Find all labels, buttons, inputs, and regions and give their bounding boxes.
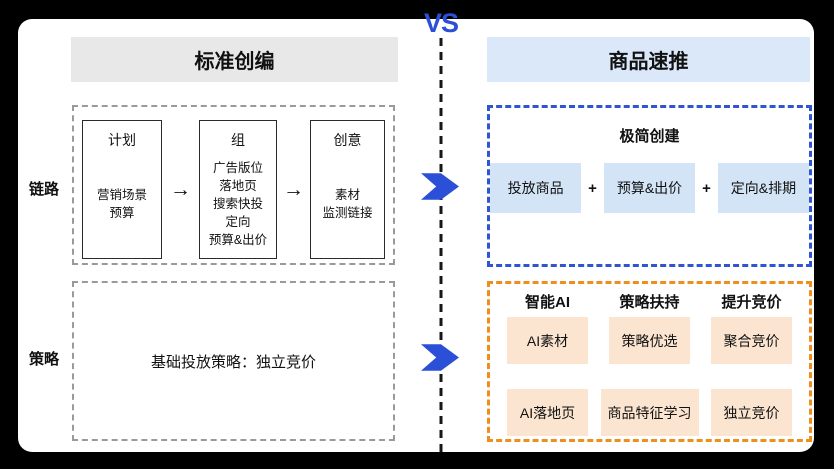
boost-chip: 策略优选 (609, 317, 690, 364)
boost-column-strategy: 策略扶持 策略优选 商品特征学习 (600, 291, 699, 439)
simple-create-group: 极简创建 投放商品 + 预算&出价 + 定向&排期 (487, 105, 812, 267)
creative-box: 创意 素材 监测链接 (310, 120, 385, 259)
strategy-transform-arrow-icon (421, 344, 459, 371)
group-line: 定向 (225, 215, 251, 229)
standard-strategy-group: 基础投放策略：独立竞价 (72, 281, 395, 441)
plan-line: 预算 (109, 206, 135, 220)
plus-icon: + (588, 179, 597, 197)
boost-column-header: 智能AI (524, 294, 570, 311)
creative-box-content: 素材 监测链接 (311, 150, 384, 258)
right-arrow-icon: → (283, 178, 304, 201)
group-line: 搜索快投 (212, 197, 263, 211)
left-column-header: 标准创编 (71, 37, 398, 82)
group-line: 广告版位 (212, 161, 263, 175)
creative-line: 素材 (334, 188, 360, 202)
vs-label: VS (423, 8, 459, 38)
simple-create-row: 投放商品 + 预算&出价 + 定向&排期 (490, 163, 809, 213)
group-line: 预算&出价 (208, 233, 268, 247)
standard-strategy-text: 基础投放策略：独立竞价 (150, 353, 316, 371)
boost-column-header: 策略扶持 (619, 294, 680, 311)
group-box-content: 广告版位 落地页 搜索快投 定向 预算&出价 (200, 150, 276, 258)
plus-icon: + (702, 179, 711, 197)
group-box: 组 广告版位 落地页 搜索快投 定向 预算&出价 (199, 120, 277, 259)
boost-chip: 商品特征学习 (600, 389, 699, 436)
boost-column-bidding: 提升竞价 聚合竞价 独立竞价 (711, 291, 792, 439)
simple-create-title: 极简创建 (619, 128, 680, 145)
simple-create-chip: 预算&出价 (603, 163, 696, 213)
plan-box-content: 营销场景 预算 (83, 150, 161, 258)
standard-chain-group: 计划 营销场景 预算 → 组 广告版位 落地页 搜索快投 定向 预算&出价 → … (72, 105, 395, 265)
vs-divider-line (439, 38, 443, 452)
plan-box-title: 计划 (108, 132, 136, 148)
row-label-chain: 链路 (28, 181, 59, 198)
boost-column-header: 提升竞价 (721, 294, 782, 311)
group-line: 落地页 (219, 179, 257, 193)
creative-box-title: 创意 (333, 132, 362, 148)
simple-create-chip: 投放商品 (490, 163, 582, 213)
simple-create-chip: 定向&排期 (717, 163, 809, 213)
right-column-header: 商品速推 (487, 37, 810, 82)
right-arrow-icon: → (170, 178, 191, 201)
group-box-title: 组 (231, 132, 245, 148)
boost-chip: 独立竞价 (711, 389, 792, 436)
boost-chip: AI落地页 (507, 389, 588, 436)
boost-chip: AI素材 (507, 317, 588, 364)
chain-transform-arrow-icon (421, 173, 459, 200)
boost-chip: 聚合竞价 (711, 317, 792, 364)
plan-line: 营销场景 (96, 188, 147, 202)
plan-box: 计划 营销场景 预算 (82, 120, 162, 259)
row-label-strategy: 策略 (28, 351, 59, 368)
boost-column-ai: 智能AI AI素材 AI落地页 (507, 291, 588, 439)
creative-line: 监测链接 (322, 206, 373, 220)
boost-group: 智能AI AI素材 AI落地页 策略扶持 策略优选 商品特征学习 提升竞价 聚合… (487, 281, 812, 442)
